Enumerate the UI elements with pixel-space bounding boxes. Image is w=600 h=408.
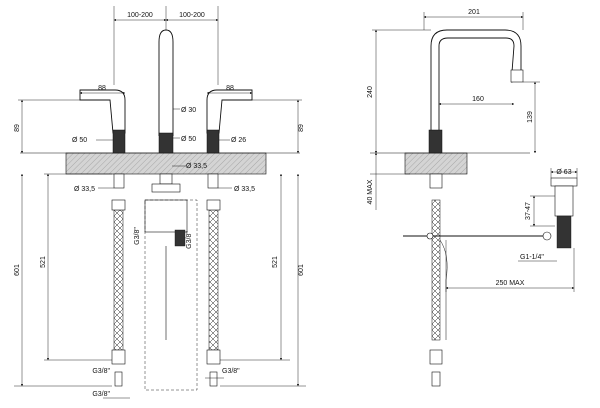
- handle-right-knurl: [206, 129, 220, 154]
- label-handle-right-width: 88: [226, 85, 234, 92]
- label-waste-dia: Ø 63: [556, 169, 571, 176]
- label-hose-left: 521: [40, 256, 47, 268]
- waste-body: [144, 199, 188, 233]
- label-thread-waste: G3/8": [134, 227, 141, 245]
- label-thread-left-upper: G3/8": [92, 368, 110, 375]
- label-spout-inner: 160: [472, 96, 484, 103]
- hose-left-tail: [114, 371, 123, 387]
- label-rod-max: 250 MAX: [496, 280, 525, 287]
- label-max-thickness: 40 MAX: [367, 179, 374, 204]
- side-hose-end: [429, 349, 443, 365]
- waste-head: [151, 183, 181, 193]
- hose-right: [208, 209, 219, 351]
- pop-up-rod-knob: [426, 232, 434, 240]
- handle-left-lever: [79, 89, 126, 134]
- waste-side-cap: [550, 177, 578, 187]
- side-view: 201 240 160 139 40 MAX Ø 63: [367, 9, 578, 387]
- countertop-front: [65, 152, 267, 175]
- countertop-side: [404, 152, 468, 175]
- label-height-side: 240: [367, 86, 374, 98]
- side-stem: [429, 173, 443, 189]
- label-spout-drop: 139: [527, 111, 534, 123]
- label-dia-handle-right: Ø 26: [231, 137, 246, 144]
- label-spacing-left: 100-200: [127, 12, 153, 19]
- spout-front: [158, 29, 174, 136]
- label-handle-left-width: 88: [98, 85, 106, 92]
- label-dia-33-left: Ø 33,5: [74, 186, 95, 193]
- label-thread-right-upper: G3/8": [222, 368, 240, 375]
- stem-right: [207, 173, 219, 189]
- label-waste-thread: G1-1/4": [520, 254, 544, 261]
- hose-right-tail: [209, 371, 218, 387]
- label-dia-spout-base: Ø 50: [181, 136, 196, 143]
- label-reach: 201: [468, 9, 480, 16]
- label-thread-waste-right: G3/8": [186, 231, 193, 249]
- label-height-right: 89: [298, 124, 305, 132]
- label-dia-handle-left: Ø 50: [72, 137, 87, 144]
- spout-side-aerator: [510, 69, 524, 83]
- handle-right-lever: [206, 89, 253, 134]
- stem-center: [159, 173, 173, 185]
- front-view: 100-200 100-200 Ø 30 Ø 50 88 Ø 50 88 Ø 2…: [14, 6, 306, 399]
- waste-side-fitting: [542, 231, 552, 241]
- label-thread-left-lower: G3/8": [92, 391, 110, 398]
- spout-side: [430, 29, 522, 136]
- label-hose-right: 521: [272, 256, 279, 268]
- label-dia-33-right: Ø 33,5: [234, 186, 255, 193]
- waste-side-thread: [556, 215, 572, 249]
- label-height-left: 89: [14, 124, 21, 132]
- hose-right-nut: [206, 199, 221, 211]
- label-spacing-right: 100-200: [179, 12, 205, 19]
- label-total-left: 601: [14, 264, 21, 276]
- label-dia-spout: Ø 30: [181, 107, 196, 114]
- hose-right-end: [206, 349, 221, 365]
- stem-left: [113, 173, 125, 189]
- side-hose: [431, 199, 441, 341]
- waste-dashed-box: [144, 199, 198, 391]
- handle-left-knurl: [112, 129, 126, 154]
- waste-side-body: [554, 185, 574, 217]
- label-total-right: 601: [298, 264, 305, 276]
- label-dia-33-center: Ø 33,5: [186, 163, 207, 170]
- waste-thread: [174, 229, 186, 247]
- label-waste-range: 37-47: [525, 202, 532, 220]
- hose-left-nut: [111, 199, 126, 211]
- hose-left-end: [111, 349, 126, 365]
- spout-base-knurl: [158, 132, 174, 154]
- spout-side-knurl: [428, 129, 443, 154]
- side-hose-tail: [431, 371, 441, 387]
- hose-left: [113, 209, 124, 351]
